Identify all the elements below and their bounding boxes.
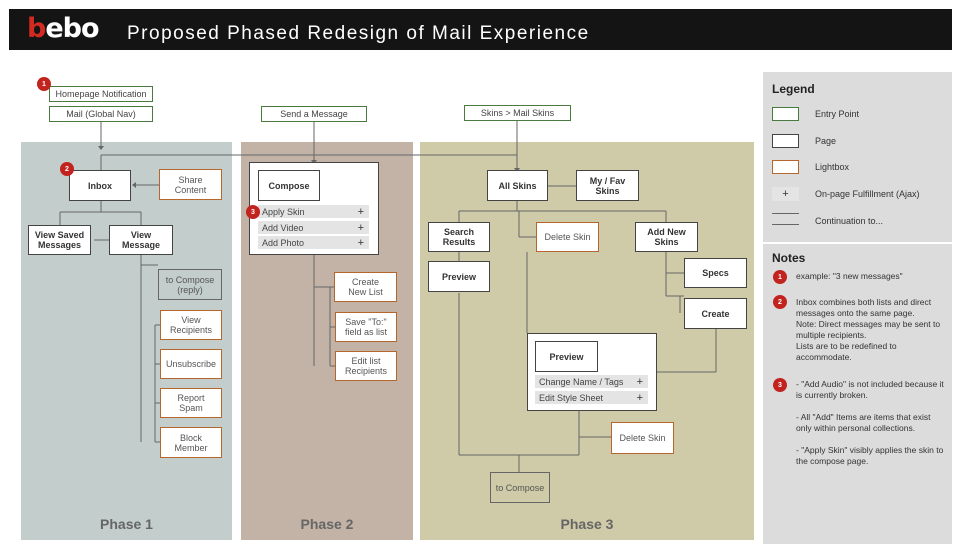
apply-skin-label: Apply Skin — [262, 206, 305, 217]
save-to-field-lightbox[interactable]: Save "To:" field as list — [335, 312, 397, 342]
inbox-page[interactable]: Inbox — [69, 170, 131, 201]
all-skins-page[interactable]: All Skins — [487, 170, 548, 201]
edit-list-recipients-lightbox[interactable]: Edit list Recipients — [335, 351, 397, 381]
plus-icon: + — [357, 205, 364, 218]
notes-badge-2: 2 — [773, 295, 787, 309]
to-compose-reply-continuation[interactable]: to Compose (reply) — [158, 269, 222, 300]
report-spam-lightbox[interactable]: Report Spam — [160, 388, 222, 418]
edit-style-sheet-action[interactable]: Edit Style Sheet + — [535, 391, 648, 404]
to-compose-continuation[interactable]: to Compose — [490, 472, 550, 503]
entry-send-message[interactable]: Send a Message — [261, 106, 367, 122]
legend-page-swatch — [772, 134, 799, 148]
view-saved-messages-page[interactable]: View Saved Messages — [28, 225, 91, 255]
change-name-tags-action[interactable]: Change Name / Tags + — [535, 375, 648, 388]
page-title: Proposed Phased Redesign of Mail Experie… — [127, 23, 590, 44]
phase2-label: Phase 2 — [300, 516, 354, 532]
notes-badge-1: 1 — [773, 270, 787, 284]
entry-mail-global-nav[interactable]: Mail (Global Nav) — [49, 106, 153, 122]
edit-style-sheet-label: Edit Style Sheet — [539, 392, 604, 403]
entry-skins-mail-skins[interactable]: Skins > Mail Skins — [464, 105, 571, 121]
add-new-skins-page[interactable]: Add New Skins — [635, 222, 698, 252]
search-results-page[interactable]: Search Results — [428, 222, 490, 252]
bebo-logo[interactable]: bebo — [27, 13, 100, 44]
create-new-list-lightbox[interactable]: Create New List — [334, 272, 397, 302]
note-1: example: "3 new messages" — [796, 271, 903, 281]
note-badge-3: 3 — [246, 205, 260, 219]
legend-continuation-swatch — [772, 213, 799, 225]
preview-page-2[interactable]: Preview — [535, 341, 598, 372]
legend-panel: Legend Entry Point Page Lightbox + On-pa… — [763, 72, 952, 544]
delete-skin-lightbox[interactable]: Delete Skin — [536, 222, 599, 252]
compose-page[interactable]: Compose — [258, 170, 320, 201]
add-photo-label: Add Photo — [262, 237, 305, 248]
plus-icon: + — [636, 391, 643, 404]
header-bar: bebo Proposed Phased Redesign of Mail Ex… — [9, 9, 952, 50]
specs-page[interactable]: Specs — [684, 258, 747, 288]
phase1-panel: Phase 1 — [21, 142, 232, 540]
my-fav-skins-page[interactable]: My / Fav Skins — [576, 170, 639, 201]
legend-entry-label: Entry Point — [815, 109, 860, 119]
add-video-label: Add Video — [262, 222, 304, 233]
block-member-lightbox[interactable]: Block Member — [160, 427, 222, 458]
apply-skin-action[interactable]: Apply Skin + — [258, 205, 369, 218]
legend-page-label: Page — [815, 136, 837, 146]
legend-divider — [763, 242, 952, 244]
create-page[interactable]: Create — [684, 298, 747, 329]
unsubscribe-lightbox[interactable]: Unsubscribe — [160, 349, 222, 379]
add-photo-action[interactable]: Add Photo + — [258, 236, 369, 249]
phase3-label: Phase 3 — [560, 516, 614, 532]
legend-continuation-label: Continuation to... — [815, 216, 884, 226]
notes-badge-3: 3 — [773, 378, 787, 392]
note-3: - "Add Audio" is not included because it… — [796, 379, 944, 466]
legend-lightbox-label: Lightbox — [815, 162, 850, 172]
delete-skin-lightbox-2[interactable]: Delete Skin — [611, 422, 674, 454]
legend-lightbox-swatch — [772, 160, 799, 174]
plus-icon: + — [357, 221, 364, 234]
note-2: Inbox combines both lists and direct mes… — [796, 297, 941, 362]
plus-icon: + — [357, 236, 364, 249]
change-name-tags-label: Change Name / Tags — [539, 376, 624, 387]
view-recipients-lightbox[interactable]: View Recipients — [160, 310, 222, 340]
share-content-lightbox[interactable]: Share Content — [159, 169, 222, 200]
phase1-label: Phase 1 — [100, 516, 153, 532]
view-message-page[interactable]: View Message — [109, 225, 173, 255]
legend-ajax-label: On-page Fulfillment (Ajax) — [815, 189, 920, 199]
legend-entry-swatch — [772, 107, 799, 121]
legend-title: Legend — [772, 82, 815, 96]
note-badge-1: 1 — [37, 77, 51, 91]
legend-ajax-swatch: + — [772, 187, 799, 201]
entry-homepage-notification[interactable]: Homepage Notification — [49, 86, 153, 102]
plus-icon: + — [636, 375, 643, 388]
preview-page[interactable]: Preview — [428, 261, 490, 292]
add-video-action[interactable]: Add Video + — [258, 221, 369, 234]
notes-title: Notes — [772, 251, 806, 265]
note-badge-2: 2 — [60, 162, 74, 176]
